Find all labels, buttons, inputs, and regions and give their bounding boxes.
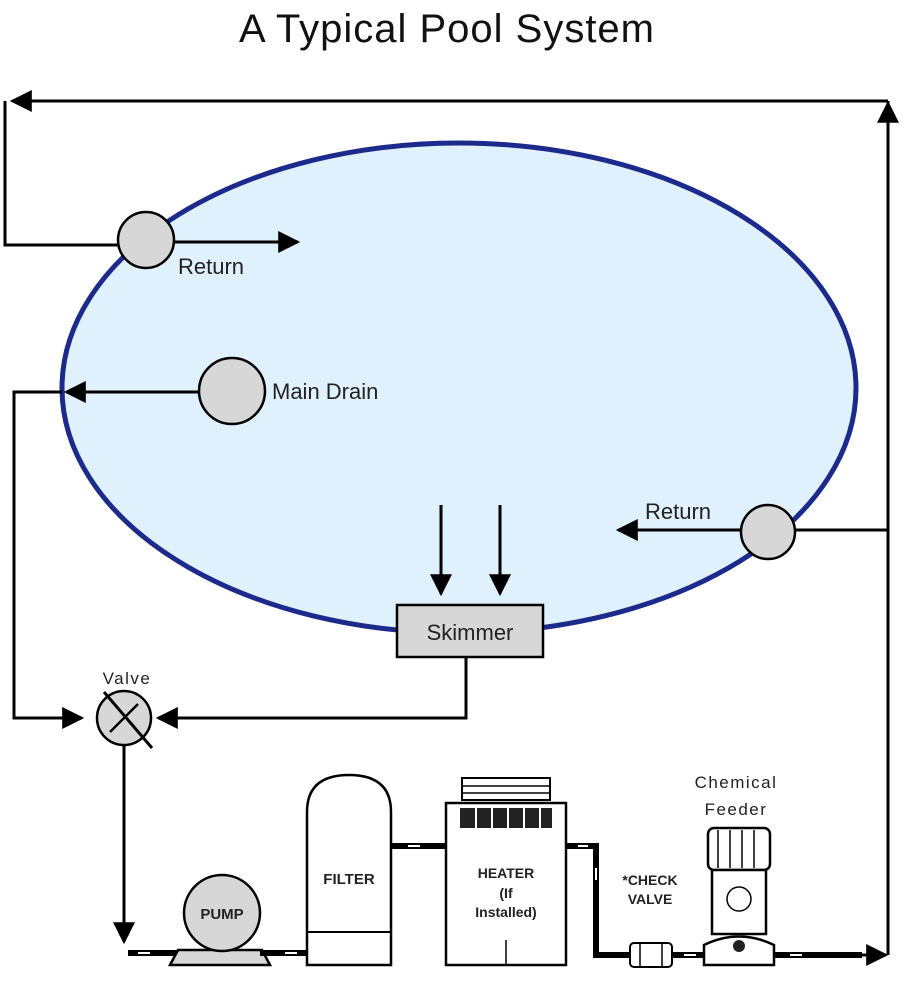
return-right-label: Return bbox=[645, 499, 711, 524]
heater-label-installed: Installed) bbox=[475, 904, 536, 920]
skimmer bbox=[395, 603, 545, 659]
filter-label: FILTER bbox=[323, 871, 375, 888]
main-drain-pipe bbox=[12, 390, 85, 729]
pump-label: PUMP bbox=[200, 906, 243, 923]
valve-label: Valve bbox=[103, 669, 152, 688]
chemical-feeder-label: Chemical bbox=[695, 773, 778, 792]
return-top-label: Return bbox=[178, 254, 244, 279]
heater-outlet-pipe bbox=[566, 843, 630, 958]
pump bbox=[182, 873, 262, 953]
heater bbox=[444, 801, 568, 967]
diagram-title: A Typical Pool System bbox=[239, 7, 655, 51]
feeder-knob-icon bbox=[733, 940, 745, 952]
check-valve-label-2: VALVE bbox=[628, 891, 673, 907]
main-drain bbox=[197, 356, 267, 426]
pool bbox=[59, 140, 859, 636]
pump-base bbox=[167, 948, 273, 967]
heater-label: HEATER bbox=[478, 865, 535, 881]
check-valve-label: *CHECK bbox=[622, 872, 677, 888]
return-fitting-right bbox=[739, 503, 797, 561]
chemical-feeder-label-2: Feeder bbox=[705, 800, 768, 819]
filter bbox=[305, 773, 393, 967]
heater-label-if: (If bbox=[499, 885, 513, 901]
skimmer-pipe bbox=[155, 657, 468, 729]
main-drain-label: Main Drain bbox=[272, 379, 378, 404]
skimmer-label: Skimmer bbox=[427, 620, 514, 645]
heater-cap bbox=[461, 777, 551, 801]
return-fitting-top bbox=[116, 210, 176, 270]
valve-stem-icon bbox=[109, 703, 139, 733]
feeder-dial-icon bbox=[726, 886, 752, 912]
check-valve bbox=[629, 942, 673, 968]
valve-handle-icon bbox=[102, 691, 154, 749]
heater-vent bbox=[460, 808, 552, 828]
return-pipe-left bbox=[3, 101, 120, 247]
